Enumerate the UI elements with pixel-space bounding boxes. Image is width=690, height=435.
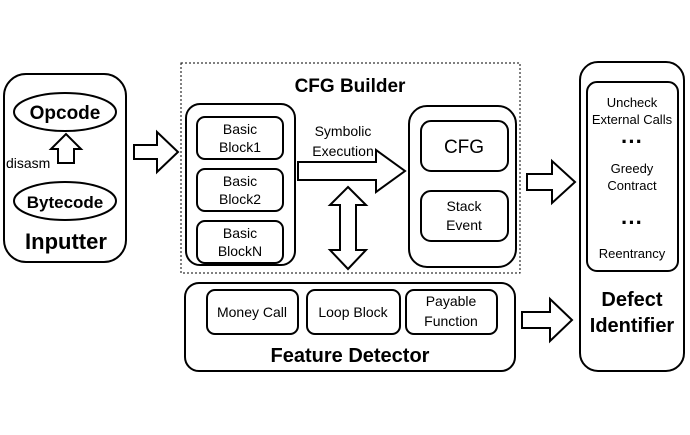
inputter-module: Opcode disasm Bytecode Inputter: [3, 73, 127, 263]
feature-detector-title: Feature Detector: [271, 345, 430, 367]
basic-block-n-label-line2: BlockN: [218, 243, 262, 259]
defect-list-box: [586, 81, 679, 272]
stack-event-label-line2: Event: [446, 217, 482, 233]
arrow-inputter-to-cfg-builder: [133, 129, 180, 175]
unchecked-calls-label-line2: External Calls: [592, 112, 673, 127]
basic-block-n: [196, 220, 284, 264]
ellipsis-1: ···: [621, 129, 643, 154]
defect-identifier-title-line1: Defect: [601, 289, 662, 311]
symbolic-execution-label-line1: Symbolic: [315, 123, 372, 139]
arrow-cfg-to-defect-identifier: [526, 158, 577, 206]
disasm-arrow-up: [48, 132, 84, 164]
basic-block-n-label-line1: Basic: [223, 225, 257, 241]
arrow-symbolic-execution: [297, 148, 407, 194]
unchecked-calls-label-line1: Uncheck: [607, 95, 658, 110]
inputter-title: Inputter: [25, 229, 107, 254]
loop-block-label: Loop Block: [318, 304, 388, 320]
bytecode-label: Bytecode: [27, 193, 104, 212]
cfg-node-label: CFG: [444, 137, 484, 158]
basic-block-2-label-line1: Basic: [223, 173, 257, 189]
defect-identifier-title-line2: Identifier: [590, 315, 675, 337]
defect-identifier-module: Uncheck External Calls ··· Greedy Contra…: [579, 61, 685, 372]
opcode-label: Opcode: [30, 103, 101, 124]
stack-event-node: [420, 190, 509, 242]
cfg-node: [420, 120, 509, 172]
greedy-contract-label-line1: Greedy: [611, 161, 654, 176]
feature-detector-module: Money Call Loop Block Payable Function F…: [184, 282, 516, 372]
cfg-builder-frame: [180, 62, 521, 274]
bidirectional-arrow: [327, 185, 369, 271]
arrow-feature-to-defect-identifier: [521, 296, 574, 344]
cfg-builder-title: CFG Builder: [295, 76, 406, 97]
basic-block-2: [196, 168, 284, 212]
basic-block-1: [196, 116, 284, 160]
basic-block-1-label-line1: Basic: [223, 121, 257, 137]
symbolic-execution-label-line2: Execution: [312, 143, 373, 159]
ellipsis-2: ···: [621, 210, 643, 235]
bytecode-node: [13, 181, 117, 221]
loop-block-node: [306, 289, 401, 335]
money-call-label: Money Call: [217, 304, 287, 320]
basic-block-1-label-line2: Block1: [219, 139, 261, 155]
disasm-label: disasm: [6, 155, 50, 171]
payable-function-label-line1: Payable: [426, 293, 477, 309]
payable-function-label-line2: Function: [424, 313, 478, 329]
cfg-builder-module: CFG Builder Basic Block1 Basic Block2 Ba…: [180, 62, 521, 274]
opcode-node: [13, 92, 117, 132]
stack-event-label-line1: Stack: [446, 198, 482, 214]
reentrancy-label: Reentrancy: [599, 246, 666, 261]
basic-block-2-label-line2: Block2: [219, 191, 261, 207]
payable-function-node: [405, 289, 498, 335]
greedy-contract-label-line2: Contract: [607, 178, 657, 193]
money-call-node: [206, 289, 299, 335]
